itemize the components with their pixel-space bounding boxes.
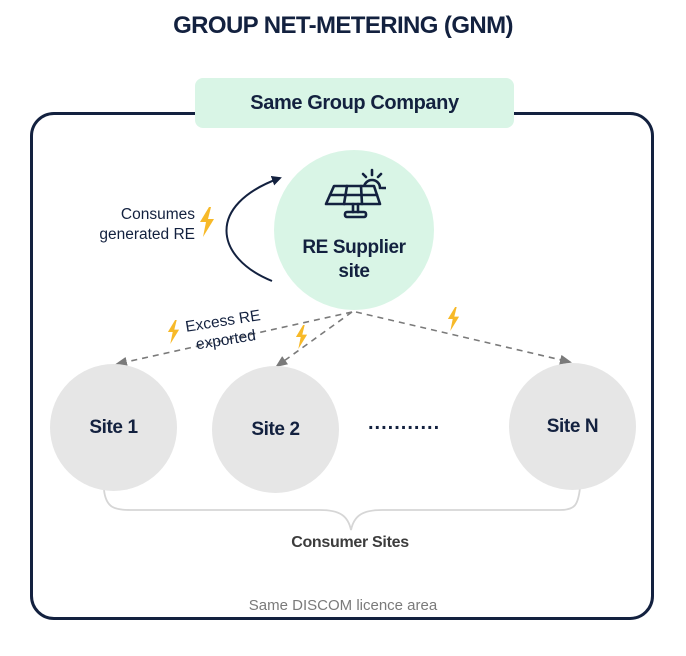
solar-panel-icon: [324, 168, 386, 219]
consumer-site-n: Site N: [509, 363, 636, 490]
lightning-bolt-icon: [167, 320, 180, 344]
export-arrow-site-2: [275, 311, 353, 368]
self-consumption-line-2: generated RE: [99, 226, 195, 243]
export-arrow-site-n: [355, 311, 572, 365]
re-supplier-line-2: site: [338, 261, 370, 282]
lightning-bolt-icon: [295, 325, 308, 349]
lightning-bolt-icon: [447, 307, 460, 331]
re-supplier-label: RE Supplier site: [274, 236, 434, 284]
consumer-site-2: Site 2: [212, 366, 339, 493]
consumer-sites-label: Consumer Sites: [291, 534, 409, 551]
re-supplier-line-1: RE Supplier: [302, 237, 406, 258]
self-consumption-line-1: Consumes: [120, 206, 195, 223]
self-consumption-label: Consumes generated RE: [80, 205, 195, 245]
self-consumption-arrow: [225, 176, 282, 282]
group-company-label: Same Group Company: [195, 78, 514, 128]
re-supplier-site: RE Supplier site: [274, 150, 434, 310]
discom-area-label: Same DISCOM licence area: [248, 597, 438, 614]
more-sites-ellipsis: ...........: [368, 412, 441, 434]
consumer-site-1: Site 1: [50, 364, 177, 491]
export-arrow-site-1: [115, 311, 353, 367]
page-title: GROUP NET-METERING (GNM): [173, 12, 513, 39]
consumer-sites-brace: [103, 487, 581, 531]
lightning-bolt-icon: [200, 207, 214, 237]
